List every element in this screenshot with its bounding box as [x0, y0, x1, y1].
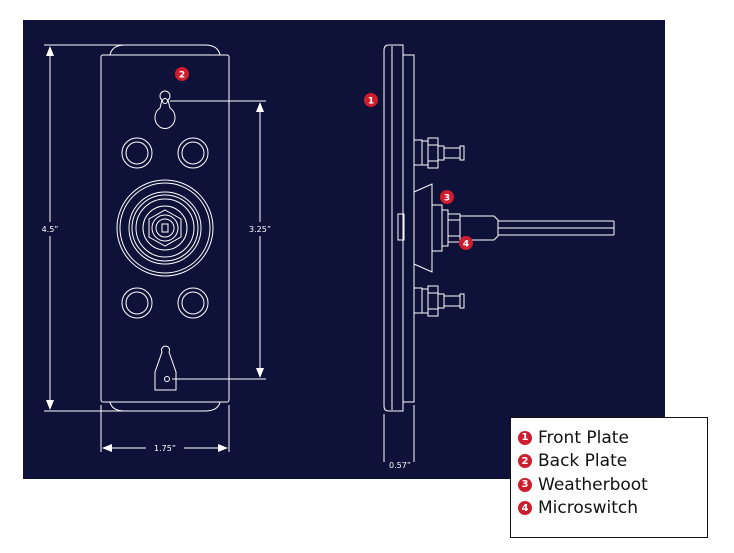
width-dimension-label: 1.75” — [154, 444, 176, 453]
screw-hole-top-right — [177, 137, 209, 169]
screw-hole-bottom-right — [177, 287, 209, 319]
legend-badge: 1 — [518, 430, 532, 445]
microswitch-side — [447, 213, 461, 243]
marker-back-plate-number: 2 — [179, 71, 185, 81]
lower-stud — [421, 285, 465, 317]
marker-microswitch-number: 4 — [463, 240, 469, 250]
marker-weatherboot-number: 3 — [444, 194, 450, 204]
marker-microswitch: 4 — [459, 236, 473, 250]
legend: 1 Front Plate 2 Back Plate 3 Weatherboot… — [510, 417, 708, 538]
legend-item-microswitch: 4 Microswitch — [518, 497, 707, 521]
switch-assembly-front — [116, 179, 214, 277]
dimension-arrowheads — [46, 46, 264, 452]
depth-dimension-label: 0.57” — [389, 461, 411, 470]
legend-item-weatherboot: 3 Weatherboot — [518, 473, 707, 497]
marker-front-plate-number: 1 — [368, 97, 374, 107]
screw-hole-bottom-left — [121, 287, 153, 319]
top-keyhole — [154, 90, 176, 129]
screw-hole-top-left — [121, 137, 153, 169]
marker-back-plate: 2 — [175, 67, 189, 81]
bottom-keyhole — [154, 345, 177, 391]
marker-front-plate: 1 — [364, 93, 378, 107]
legend-badge: 4 — [518, 501, 532, 516]
hole-spacing-dimension-label: 3.25” — [249, 225, 271, 234]
back-plate-bottom-edge — [109, 401, 221, 412]
front-view — [44, 44, 266, 452]
back-plate-top-edge — [109, 44, 221, 56]
legend-label: Microswitch — [538, 498, 639, 519]
legend-label: Front Plate — [538, 427, 629, 448]
legend-label: Back Plate — [538, 451, 628, 472]
side-view — [383, 44, 615, 462]
bottom-keyhole-dot — [164, 376, 170, 382]
legend-badge: 3 — [518, 477, 532, 492]
upper-stud — [421, 137, 465, 169]
top-keyhole-dot — [162, 98, 168, 104]
legend-badge: 2 — [518, 454, 532, 469]
front-plate-side — [383, 44, 404, 412]
side-boss-center — [397, 213, 405, 241]
legend-item-front-plate: 1 Front Plate — [518, 426, 707, 450]
height-dimension-label: 4.5” — [42, 225, 59, 234]
front-plate-outline — [100, 54, 230, 403]
legend-item-back-plate: 2 Back Plate — [518, 450, 707, 474]
switch-housing-side — [413, 183, 433, 273]
marker-weatherboot: 3 — [440, 190, 454, 204]
legend-label: Weatherboot — [538, 474, 648, 495]
